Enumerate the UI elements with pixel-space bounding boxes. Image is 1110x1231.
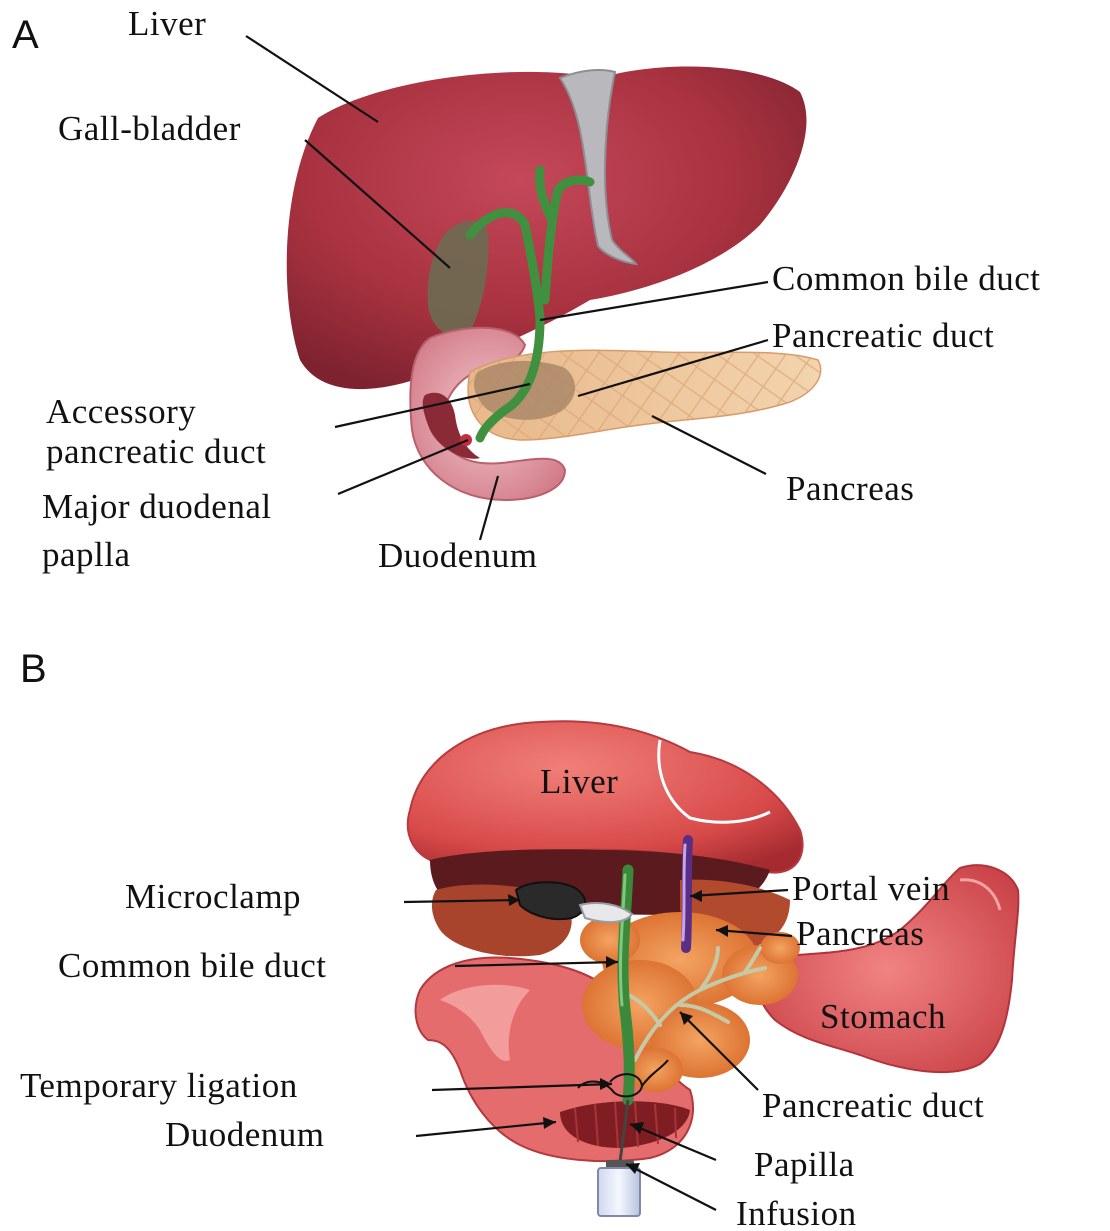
- label-a-papilla-line2: paplla: [42, 535, 131, 574]
- leader-a-liver: [246, 36, 378, 122]
- label-b-portal-vein: Portal vein: [792, 869, 950, 908]
- label-a-liver: Liver: [128, 4, 206, 43]
- panel-b-portal-vein-highlight: [683, 845, 685, 940]
- label-a-accessory-line1: Accessory: [46, 392, 196, 431]
- label-b-microclamp: Microclamp: [125, 877, 301, 916]
- label-b-papilla: Papilla: [754, 1145, 855, 1184]
- panel-a: A Liver Gall-bladder Common bile duct Pa…: [12, 4, 1041, 575]
- label-a-papilla-line1: Major duodenal: [42, 487, 272, 526]
- label-b-infusion: Infusion: [736, 1194, 857, 1231]
- panel-a-letter: A: [12, 13, 39, 57]
- label-a-common-bile-duct: Common bile duct: [772, 259, 1041, 298]
- leader-a-pancreas: [652, 416, 766, 474]
- label-b-duodenum: Duodenum: [165, 1115, 325, 1154]
- label-a-pancreatic-duct: Pancreatic duct: [772, 316, 994, 355]
- label-a-accessory-line2: pancreatic duct: [46, 432, 266, 471]
- label-a-pancreas: Pancreas: [786, 469, 914, 508]
- label-b-pancreatic-duct: Pancreatic duct: [762, 1086, 984, 1125]
- panel-b-portal-vein: [686, 840, 688, 948]
- label-b-stomach: Stomach: [820, 997, 946, 1036]
- label-a-gallbladder: Gall-bladder: [58, 109, 241, 148]
- label-b-pancreas: Pancreas: [796, 914, 924, 953]
- label-a-duodenum: Duodenum: [378, 536, 538, 575]
- label-b-common-bile-duct: Common bile duct: [58, 946, 327, 985]
- panel-b-letter: B: [20, 647, 47, 691]
- panel-b: B: [20, 647, 1018, 1231]
- panel-a-liver: [287, 66, 807, 389]
- label-b-temporary-ligation: Temporary ligation: [20, 1066, 298, 1105]
- panel-b-syringe: [598, 1168, 640, 1216]
- label-b-liver: Liver: [540, 762, 618, 801]
